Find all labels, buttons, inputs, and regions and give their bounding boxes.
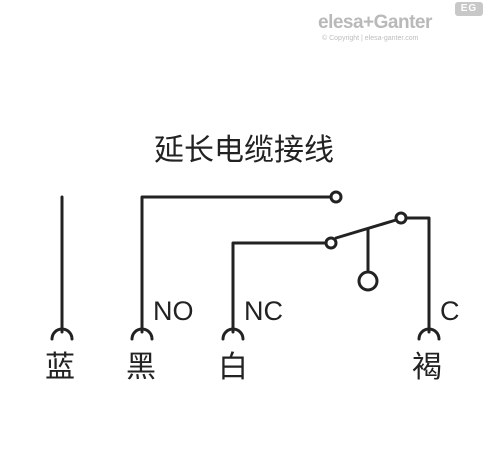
- wire-label-brown: 褐: [412, 350, 442, 385]
- copyright-text: © Copyright | elesa-ganter.com: [322, 35, 419, 42]
- terminal-label-c: C: [440, 296, 460, 326]
- switch-lever: [334, 218, 398, 240]
- no-wire-line: [140, 195, 332, 334]
- actuator-roller: [357, 270, 379, 292]
- white-terminal-cup: [221, 327, 245, 341]
- wire-label-white: 白: [218, 350, 248, 385]
- eg-badge-logo: EG: [455, 2, 483, 16]
- wire-label-blue: 蓝: [45, 350, 75, 385]
- black-terminal-cup: [130, 327, 154, 341]
- brown-terminal-cup: [417, 327, 441, 341]
- terminal-label-no: NO: [153, 296, 194, 326]
- blue-terminal-cup: [50, 327, 74, 341]
- nc-wire-line: [231, 241, 327, 334]
- diagram-title: 延长电缆接线: [154, 133, 334, 168]
- terminal-label-nc: NC: [244, 296, 283, 326]
- no-contact: [329, 190, 343, 204]
- nc-contact: [324, 236, 338, 250]
- wire-label-black: 黑: [126, 350, 156, 385]
- elesa-ganter-logo: elesa+Ganter: [318, 12, 432, 33]
- common-wire-line: [404, 216, 431, 334]
